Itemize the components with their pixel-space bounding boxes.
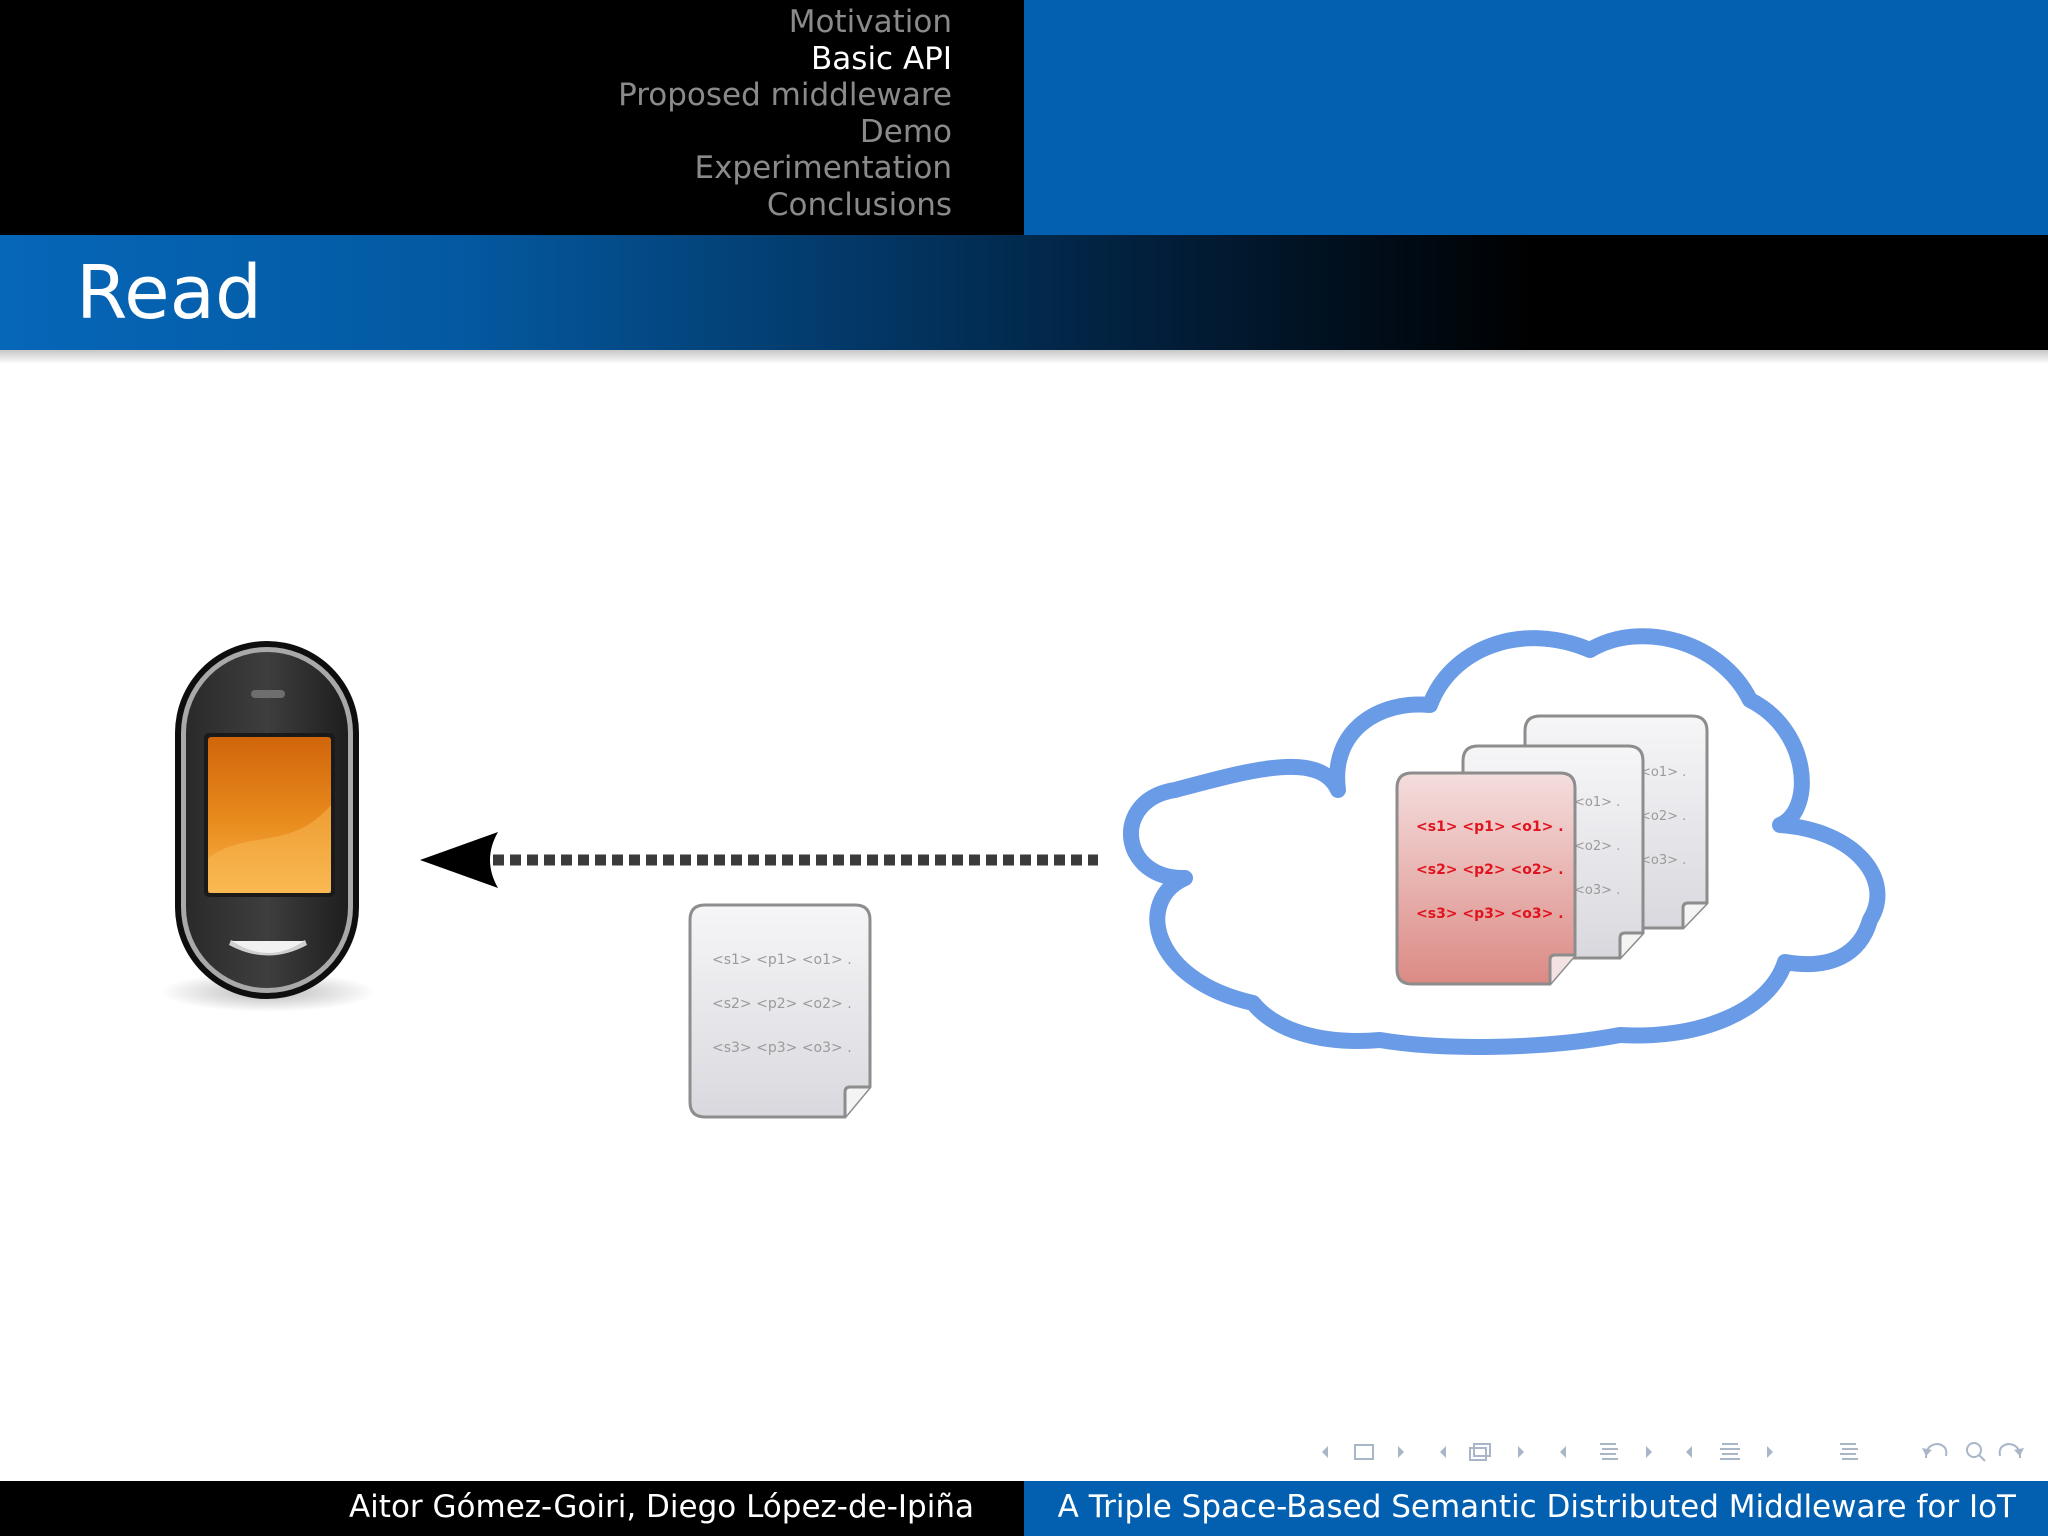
- frame-title: Read: [76, 250, 262, 336]
- frame-title-bar: [0, 235, 2048, 350]
- footer-talk-title: A Triple Space-Based Semantic Distribute…: [1057, 1489, 2016, 1525]
- back-doc-triple-3: <o3> .: [1640, 853, 1686, 868]
- back-icon[interactable]: [1922, 1442, 1948, 1459]
- footer-title-panel: A Triple Space-Based Semantic Distribute…: [1024, 1481, 2048, 1536]
- front-doc-triple-3: <s3> <p3> <o3> .: [1416, 906, 1564, 922]
- nav-item-experimentation[interactable]: Experimentation: [694, 150, 953, 187]
- cloud-icon: [1122, 628, 1886, 1055]
- mobile-phone-icon: [160, 641, 376, 1012]
- arrow-left-icon: [420, 832, 1098, 888]
- section-navigation: Motivation Basic API Proposed middleware…: [618, 4, 952, 224]
- footer-authors: Aitor Gómez-Goiri, Diego López-de-Ipiña: [348, 1489, 974, 1525]
- doc-triple-3: <s3> <p3> <o3> .: [712, 1040, 852, 1056]
- title-bar-shadow: [0, 350, 2048, 364]
- nav-item-proposed-middleware[interactable]: Proposed middleware: [618, 77, 952, 114]
- subsection-icon[interactable]: [1560, 1443, 1652, 1460]
- footer-authors-panel: Aitor Gómez-Goiri, Diego López-de-Ipiña: [0, 1481, 1024, 1536]
- middle-doc-triple-1: <o1> .: [1574, 795, 1620, 810]
- forward-icon[interactable]: [1998, 1442, 2024, 1459]
- header-blue-panel: [1024, 0, 2048, 235]
- nav-item-motivation[interactable]: Motivation: [788, 4, 952, 40]
- section-icon[interactable]: [1686, 1443, 1773, 1460]
- front-doc-triple-2: <s2> <p2> <o2> .: [1416, 862, 1564, 878]
- nav-item-conclusions[interactable]: Conclusions: [766, 186, 952, 223]
- search-icon[interactable]: [1966, 1442, 1986, 1462]
- middle-doc-triple-2: <o2> .: [1574, 839, 1620, 854]
- doc-triple-1: <s1> <p1> <o1> .: [712, 952, 852, 968]
- header-navigation-panel: Motivation Basic API Proposed middleware…: [0, 0, 1024, 235]
- nav-item-basic-api[interactable]: Basic API: [811, 40, 952, 77]
- first-slide-icon[interactable]: [1322, 1444, 1404, 1460]
- document-nav-icon[interactable]: [1840, 1443, 1858, 1460]
- middle-doc-triple-3: <o3> .: [1574, 883, 1620, 898]
- back-doc-triple-1: <o1> .: [1640, 765, 1686, 780]
- space-document-front: <s1> <p1> <o1> . <s2> <p2> <o2> . <s3> <…: [1395, 771, 1577, 986]
- front-doc-triple-1: <s1> <p1> <o1> .: [1416, 819, 1564, 835]
- nav-item-demo[interactable]: Demo: [859, 113, 952, 150]
- doc-triple-2: <s2> <p2> <o2> .: [712, 996, 852, 1012]
- document-icon: <s1> <p1> <o1> . <s2> <p2> <o2> . <s3> <…: [688, 903, 872, 1119]
- back-doc-triple-2: <o2> .: [1640, 809, 1686, 824]
- beamer-navigation-controls: [1310, 1434, 2040, 1470]
- frame-prev-icon[interactable]: [1440, 1443, 1524, 1461]
